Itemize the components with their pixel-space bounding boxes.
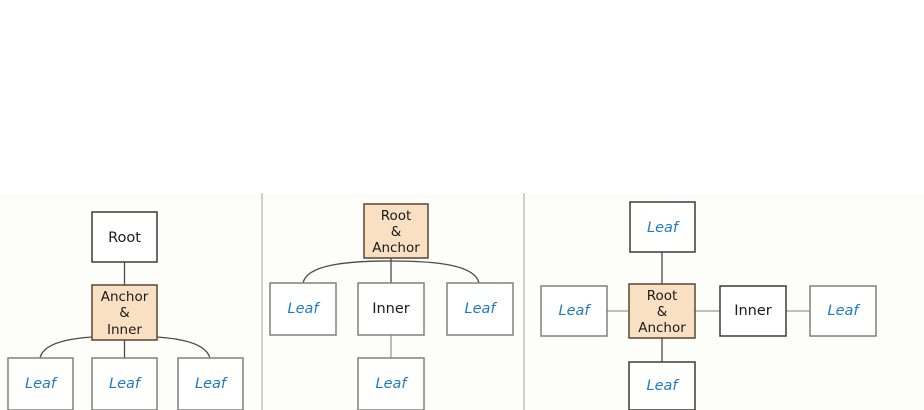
panel-3: Leaf Leaf Root & Anchor Inner Leaf xyxy=(540,201,877,410)
node-label-leaf: Leaf xyxy=(465,301,498,317)
edge-anchor-to-leaf-1 xyxy=(302,260,392,284)
node-p1-leaf-1[interactable]: Leaf xyxy=(7,357,74,410)
panel-2: Root & Anchor Leaf Inner Leaf Leaf xyxy=(269,203,514,410)
node-box[interactable] xyxy=(177,357,244,410)
node-box[interactable] xyxy=(719,285,787,337)
node-label-leaf: Leaf xyxy=(376,376,409,392)
node-label-leaf: Leaf xyxy=(647,378,680,394)
node-box[interactable] xyxy=(357,357,425,410)
node-box[interactable] xyxy=(540,285,608,337)
node-label-root-anchor-line3: Anchor xyxy=(372,240,420,256)
node-box-highlighted[interactable] xyxy=(91,284,158,341)
panel-1: Root Anchor & Inner Leaf Leaf Leaf xyxy=(7,211,244,410)
node-box[interactable] xyxy=(91,357,158,410)
node-box-highlighted[interactable] xyxy=(628,283,696,339)
node-label-leaf: Leaf xyxy=(559,303,592,319)
node-label-root-anchor-line2: & xyxy=(391,224,402,240)
node-p2-leaf-2[interactable]: Leaf xyxy=(446,282,514,336)
node-p1-leaf-3[interactable]: Leaf xyxy=(177,357,244,410)
node-label-root: Root xyxy=(108,230,141,246)
node-p3-root-anchor[interactable]: Root & Anchor xyxy=(628,283,696,339)
node-label-root-anchor-line1: Root xyxy=(647,288,678,304)
node-p3-leaf-left[interactable]: Leaf xyxy=(540,285,608,337)
node-p3-inner[interactable]: Inner xyxy=(719,285,787,337)
node-p3-leaf-right[interactable]: Leaf xyxy=(809,285,877,337)
node-label-anchor-line1: Anchor xyxy=(101,289,149,305)
node-box-highlighted[interactable] xyxy=(363,203,429,259)
node-label-leaf: Leaf xyxy=(288,301,321,317)
node-box[interactable] xyxy=(357,282,425,336)
node-p3-leaf-top[interactable]: Leaf xyxy=(629,201,696,253)
node-label-leaf: Leaf xyxy=(647,220,680,236)
node-label-anchor-line3: Inner xyxy=(107,322,142,338)
node-p2-inner[interactable]: Inner xyxy=(357,282,425,336)
node-box[interactable] xyxy=(629,201,696,253)
node-box[interactable] xyxy=(446,282,514,336)
node-p1-anchor-inner[interactable]: Anchor & Inner xyxy=(91,284,158,341)
node-label-root-anchor-line1: Root xyxy=(381,208,412,224)
node-label-leaf: Leaf xyxy=(109,376,142,392)
node-label-leaf: Leaf xyxy=(828,303,861,319)
node-box[interactable] xyxy=(7,357,74,410)
node-label-root-anchor-line2: & xyxy=(657,304,668,320)
node-p2-leaf-3[interactable]: Leaf xyxy=(357,357,425,410)
node-p3-leaf-bottom[interactable]: Leaf xyxy=(628,361,696,410)
node-p2-root-anchor[interactable]: Root & Anchor xyxy=(363,203,429,259)
node-p2-leaf-1[interactable]: Leaf xyxy=(269,282,337,336)
node-label-anchor-line2: & xyxy=(119,305,130,321)
node-box[interactable] xyxy=(269,282,337,336)
node-label-leaf: Leaf xyxy=(195,376,228,392)
edge-anchor-to-leaf-2 xyxy=(390,260,480,284)
node-label-inner: Inner xyxy=(734,303,772,319)
node-box[interactable] xyxy=(91,211,158,263)
node-p1-root[interactable]: Root xyxy=(91,211,158,263)
node-label-inner: Inner xyxy=(372,301,410,317)
node-p1-leaf-2[interactable]: Leaf xyxy=(91,357,158,410)
node-label-root-anchor-line3: Anchor xyxy=(638,320,686,336)
node-box[interactable] xyxy=(809,285,877,337)
node-label-leaf: Leaf xyxy=(25,376,58,392)
node-box[interactable] xyxy=(628,361,696,410)
